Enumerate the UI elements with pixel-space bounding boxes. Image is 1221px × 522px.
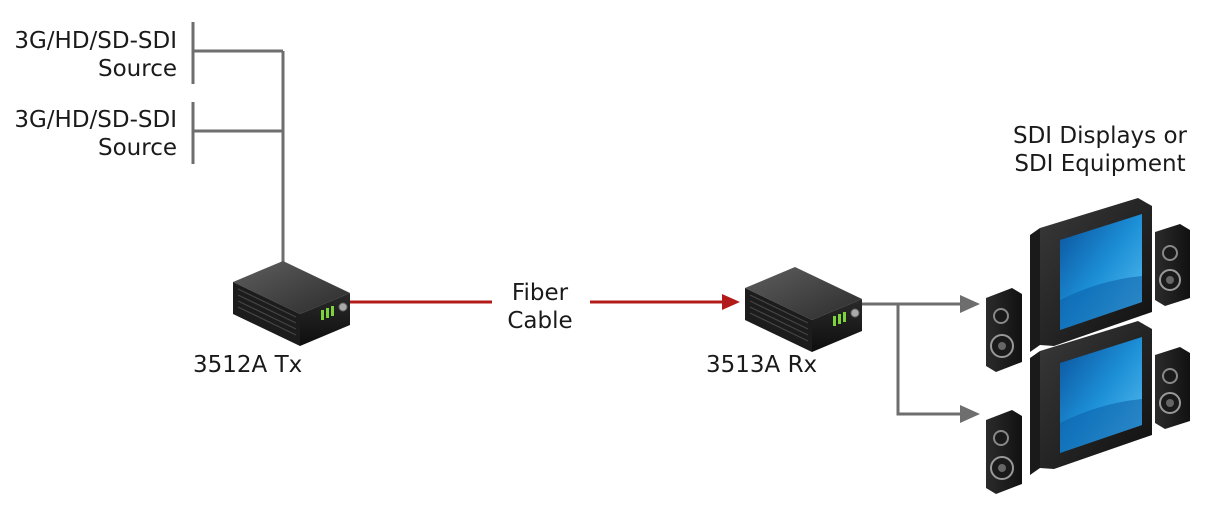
transmitter-label: 3512A Tx [193, 352, 303, 378]
receiver-label: 3513A Rx [706, 352, 818, 378]
fiber-cable-line2: Cable [507, 308, 573, 334]
source-2-label: 3G/HD/SD-SDI Source [0, 106, 177, 162]
fiber-cable-line1: Fiber [511, 280, 569, 306]
monitor-icon [1030, 321, 1152, 475]
speaker-icon [986, 288, 1022, 372]
output-connector-lines [862, 295, 980, 423]
speaker-icon [986, 410, 1022, 494]
monitor-icon [1030, 198, 1152, 352]
display-set-top [986, 198, 1190, 372]
source-2-line1: 3G/HD/SD-SDI [14, 107, 177, 133]
speaker-icon [1155, 224, 1190, 306]
arrow-head-icon [960, 405, 980, 423]
source-1-line2: Source [98, 56, 177, 82]
displays-label: SDI Displays or SDI Equipment [1000, 122, 1200, 178]
arrow-head-icon [722, 294, 740, 310]
receiver-box-icon [745, 267, 862, 352]
fiber-cable-label: Fiber Cable [490, 279, 590, 335]
speaker-icon [1155, 347, 1190, 429]
source-1-label: 3G/HD/SD-SDI Source [0, 27, 177, 83]
fiber-cable [350, 294, 740, 310]
source-1-line1: 3G/HD/SD-SDI [14, 28, 177, 54]
source-2-line2: Source [98, 135, 177, 161]
displays-line2: SDI Equipment [1014, 151, 1186, 177]
display-set-bottom [986, 321, 1190, 494]
source-connector-lines [191, 22, 285, 268]
displays-line1: SDI Displays or [1012, 123, 1187, 149]
transmitter-box-icon [233, 261, 350, 346]
arrow-head-icon [960, 295, 980, 313]
